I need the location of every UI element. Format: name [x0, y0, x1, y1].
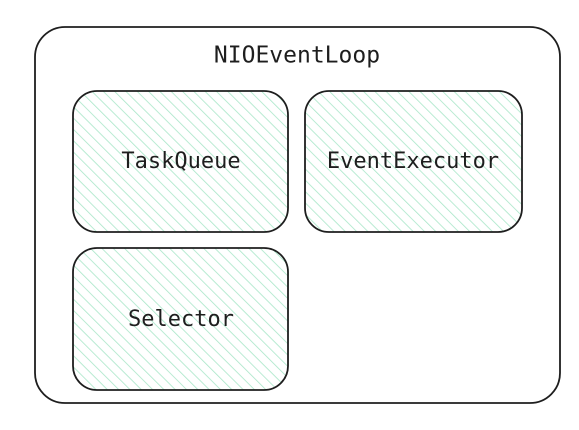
task-queue-label: TaskQueue	[121, 149, 240, 174]
event-executor-box: EventExecutor	[304, 90, 523, 233]
container-title: NIOEventLoop	[214, 43, 380, 69]
task-queue-box: TaskQueue	[72, 90, 289, 233]
selector-box: Selector	[72, 247, 289, 391]
selector-label: Selector	[128, 307, 234, 332]
event-executor-label: EventExecutor	[327, 149, 499, 174]
